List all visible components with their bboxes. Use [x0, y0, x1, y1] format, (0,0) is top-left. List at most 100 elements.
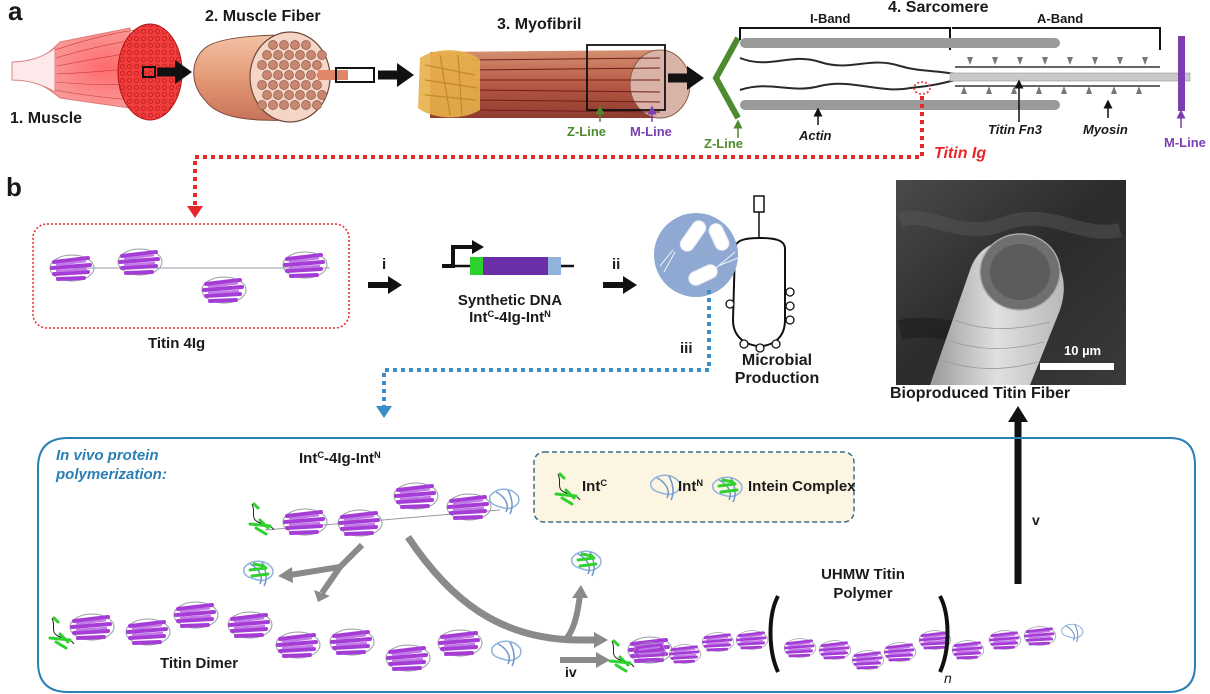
myofibril-cross-section	[301, 80, 311, 90]
myosin-head	[1086, 86, 1092, 94]
sarcomere-diagram	[712, 27, 1191, 138]
polymer-ig-domain	[850, 649, 886, 671]
polymer-ig-domain	[700, 631, 736, 653]
titin-ig-label: Titin Ig	[934, 145, 987, 162]
construct-middle: -4Ig-Int	[324, 450, 375, 468]
microbial-line2: Production	[734, 370, 820, 387]
dna-label: Synthetic DNA IntC-4Ig-IntN	[438, 292, 582, 326]
myosin-head	[961, 86, 967, 94]
myofibril-cross-section	[257, 100, 267, 110]
myosin-head	[1136, 86, 1142, 94]
myosin-head	[1036, 86, 1042, 94]
myofibril-cross-section	[262, 70, 272, 80]
microbial-production-label: Microbial Production	[722, 352, 832, 388]
polymer-ig-domain	[950, 639, 986, 661]
microbial-line1: Microbial	[741, 352, 813, 369]
myofibril-cross-section	[273, 70, 283, 80]
subscript-n: n	[944, 670, 952, 686]
myofibril-cross-section	[295, 50, 305, 60]
uhmw-line1: UHMW Titin	[821, 566, 905, 583]
step-iv-label: iv	[565, 664, 577, 680]
step-ii-label: ii	[612, 256, 621, 273]
myosin-head	[1117, 57, 1123, 65]
myofibril-cross-section	[306, 70, 316, 80]
a-band-label: A-Band	[1037, 11, 1084, 26]
myofibril-cross-section	[257, 60, 267, 70]
myofibril-cross-section	[317, 50, 327, 60]
step-sarcomere-label: 4. Sarcomere	[888, 0, 989, 16]
dna-label-line2: IntC-4Ig-IntN	[438, 309, 582, 326]
myofibril-cross-section	[306, 90, 316, 100]
released-complex-right	[572, 551, 601, 576]
titin-4ig-label: Titin 4Ig	[148, 335, 206, 352]
polymer-ig-domain	[817, 639, 853, 661]
myofibril-cross-section	[295, 90, 305, 100]
polymer-ig-domain	[1022, 625, 1058, 647]
scale-bar-label: 10 µm	[1064, 343, 1102, 358]
legend-int-c-base: Int	[582, 478, 601, 496]
myofibril-illustration	[418, 44, 691, 122]
myosin-label: Myosin	[1083, 122, 1128, 137]
step-i-label: i	[382, 256, 387, 273]
polymer-int-n	[1061, 623, 1084, 643]
myofibril-cross-section	[279, 60, 289, 70]
myofibril-cross-section	[290, 60, 300, 70]
construct-sup-n: N	[374, 450, 381, 460]
released-complex-left	[244, 561, 273, 586]
construct-sup-c: C	[317, 450, 325, 460]
bioreactor-icon	[725, 195, 795, 353]
titin-4ig-box	[32, 223, 350, 329]
step-muscle-fiber-label: 2. Muscle Fiber	[205, 8, 321, 25]
myosin-head	[986, 86, 992, 94]
myofibril-cross-section	[312, 100, 322, 110]
step-myofibril-label: 3. Myofibril	[497, 16, 582, 33]
fiber-label: Bioproduced Titin Fiber	[890, 385, 1071, 402]
legend-int-n-sup: N	[696, 478, 704, 488]
legend-complex-label: Intein Complex	[748, 478, 856, 495]
myofibril-cross-section	[279, 100, 289, 110]
titin-dimer-label: Titin Dimer	[160, 655, 239, 672]
polymerization-box	[37, 437, 1196, 693]
polymer-ig-domain	[987, 629, 1023, 651]
construct-structure	[248, 481, 520, 538]
panel-a-letter: a	[8, 0, 23, 26]
muscle-illustration	[11, 23, 183, 121]
myofibril-cross-section	[268, 40, 278, 50]
myofibril-cross-section	[279, 80, 289, 90]
panel-b-letter: b	[6, 172, 22, 202]
myofibril-cross-section	[301, 60, 311, 70]
uhmw-line2: Polymer	[833, 585, 893, 602]
myosin-head	[1142, 57, 1148, 65]
muscle-fiber-illustration	[193, 31, 375, 123]
legend-int-c-sup: C	[600, 478, 608, 488]
myofibril-m-line-label: M-Line	[630, 124, 672, 139]
myofibril-cross-section	[306, 50, 316, 60]
sarcomere-m-line-label: M-Line	[1164, 135, 1206, 150]
myofibril-cross-section	[295, 70, 305, 80]
dna-label-line1: Synthetic DNA	[457, 292, 563, 309]
myofibril-cross-section	[290, 100, 300, 110]
bracket-right	[938, 595, 950, 673]
dna-sup-n: N	[544, 309, 551, 319]
myofibril-cross-section	[279, 40, 289, 50]
actin-label: Actin	[799, 128, 832, 143]
curved-arrow	[405, 535, 596, 644]
myofibril-cross-section	[262, 90, 272, 100]
myosin-head	[1061, 86, 1067, 94]
legend-int-n-base: Int	[678, 478, 697, 496]
i-band-label: I-Band	[810, 11, 851, 26]
legend-int-n-label: IntN	[678, 478, 703, 495]
polymer-ig-domain	[734, 629, 770, 651]
step-v-label: v	[1032, 512, 1040, 528]
dna-middle: -4Ig-Int	[494, 309, 545, 327]
sarcomere-z-line-label: Z-Line	[704, 136, 743, 151]
polymer-ig-domain	[882, 641, 918, 663]
myofibril-cross-section	[312, 80, 322, 90]
polymerization-title-line1: In vivo protein	[56, 447, 159, 464]
myofibril-cross-section	[290, 80, 300, 90]
legend-box	[533, 451, 855, 523]
myosin-head	[967, 57, 973, 65]
titin-4ig-structure	[48, 247, 330, 305]
myosin-head	[1017, 57, 1023, 65]
titin-dimer-structure	[48, 600, 522, 673]
